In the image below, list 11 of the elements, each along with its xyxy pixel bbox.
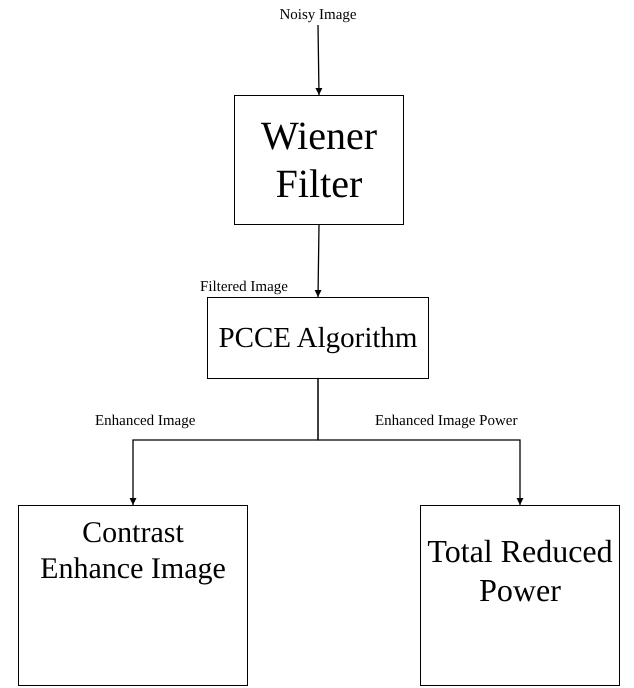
edge-label: Enhanced Image: [95, 414, 196, 429]
arrow: [314, 225, 322, 297]
process-box: Wiener Filter: [234, 95, 404, 225]
output-box: Contrast Enhance Image: [18, 505, 248, 686]
output-box: Total Reduced Power: [420, 505, 620, 686]
edge-label: Enhanced Image Power: [375, 414, 518, 429]
arrow: [317, 379, 524, 505]
arrow: [315, 25, 322, 95]
process-box: PCCE Algorithm: [207, 297, 429, 379]
input-label: Noisy Image: [268, 5, 368, 25]
edge-label: Filtered Image: [200, 280, 288, 295]
